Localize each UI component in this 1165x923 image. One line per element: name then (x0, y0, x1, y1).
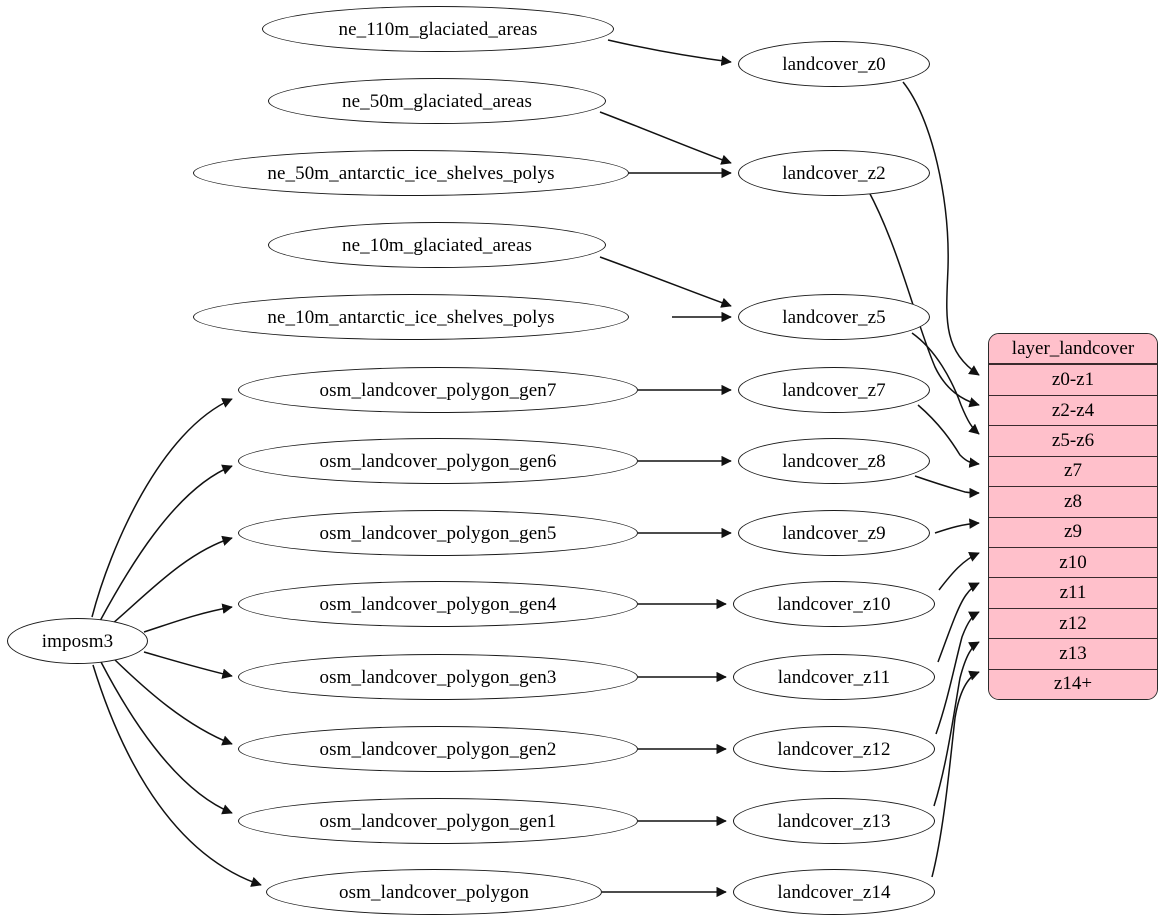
node-osm-landcover-polygon-gen1[interactable]: osm_landcover_polygon_gen1 (238, 798, 638, 844)
node-label: osm_landcover_polygon_gen6 (319, 450, 557, 472)
node-landcover-z10[interactable]: landcover_z10 (733, 581, 935, 627)
node-ne-50m-glaciated-areas[interactable]: ne_50m_glaciated_areas (268, 78, 606, 124)
edge-imposm-gen3 (143, 651, 233, 679)
node-osm-landcover-polygon-gen5[interactable]: osm_landcover_polygon_gen5 (238, 510, 638, 556)
node-label: landcover_z12 (777, 738, 891, 760)
node-label: osm_landcover_polygon_gen3 (319, 666, 557, 688)
node-osm-landcover-polygon-gen2[interactable]: osm_landcover_polygon_gen2 (238, 726, 638, 772)
layer-landcover-table[interactable]: layer_landcover z0-z1 z2-z4 z5-z6 z7 z8 … (988, 333, 1158, 700)
node-label: imposm3 (41, 630, 114, 652)
edge-imposm-gen7 (91, 398, 233, 618)
layer-landcover-header-label: layer_landcover (1011, 337, 1135, 359)
node-osm-landcover-polygon-gen4[interactable]: osm_landcover_polygon_gen4 (238, 581, 638, 627)
edge-z13-row-z13 (933, 641, 980, 807)
edge-z8-row-z8 (914, 475, 980, 499)
layer-landcover-header: layer_landcover (989, 334, 1157, 365)
node-osm-landcover-polygon-gen3[interactable]: osm_landcover_polygon_gen3 (238, 654, 638, 700)
node-label: landcover_z2 (782, 162, 886, 184)
edge-z14-row-z14plus (931, 670, 980, 878)
node-label: ne_10m_glaciated_areas (341, 234, 532, 256)
edge-z11-row-z11 (937, 582, 980, 663)
layer-landcover-row-z8[interactable]: z8 (989, 486, 1157, 517)
node-landcover-z5[interactable]: landcover_z5 (738, 294, 930, 340)
row-label: z7 (1064, 460, 1082, 482)
layer-landcover-row-z2-z4[interactable]: z2-z4 (989, 394, 1157, 426)
node-label: osm_landcover_polygon_gen2 (319, 738, 557, 760)
node-ne-50m-antarctic-ice-shelves-polys[interactable]: ne_50m_antarctic_ice_shelves_polys (193, 150, 629, 196)
node-landcover-z8[interactable]: landcover_z8 (738, 438, 930, 484)
edge-z12-row-z12 (935, 611, 980, 735)
node-landcover-z2[interactable]: landcover_z2 (738, 150, 930, 196)
node-label: landcover_z11 (777, 666, 891, 688)
row-label: z5-z6 (1051, 429, 1095, 451)
row-label: z8 (1064, 490, 1082, 512)
row-label: z11 (1059, 582, 1087, 604)
node-label: osm_landcover_polygon_gen5 (319, 522, 557, 544)
node-label: landcover_z8 (782, 450, 886, 472)
node-label: ne_50m_glaciated_areas (341, 90, 532, 112)
node-label: ne_110m_glaciated_areas (338, 18, 538, 40)
node-landcover-z14[interactable]: landcover_z14 (733, 869, 935, 915)
edge-z9-row-z9 (934, 518, 980, 534)
node-ne-110m-glaciated-areas[interactable]: ne_110m_glaciated_areas (262, 6, 614, 52)
node-label: landcover_z5 (782, 306, 886, 328)
layer-landcover-row-z9[interactable]: z9 (989, 516, 1157, 547)
node-label: landcover_z14 (777, 881, 891, 903)
node-label: landcover_z7 (782, 379, 886, 401)
layer-landcover-row-z10[interactable]: z10 (989, 546, 1157, 578)
layer-landcover-row-z11[interactable]: z11 (989, 577, 1157, 608)
node-osm-landcover-polygon-gen6[interactable]: osm_landcover_polygon_gen6 (238, 438, 638, 484)
row-label: z10 (1059, 551, 1087, 573)
node-imposm3[interactable]: imposm3 (7, 618, 148, 664)
node-landcover-z11[interactable]: landcover_z11 (733, 654, 935, 700)
edge-imposm-poly (92, 664, 262, 887)
node-ne-10m-antarctic-ice-shelves-polys[interactable]: ne_10m_antarctic_ice_shelves_polys (193, 294, 629, 340)
row-label: z2-z4 (1051, 399, 1095, 421)
layer-landcover-row-z7[interactable]: z7 (989, 455, 1157, 487)
row-label: z9 (1064, 521, 1082, 543)
layer-landcover-row-z0-z1[interactable]: z0-z1 (989, 364, 1157, 395)
node-landcover-z13[interactable]: landcover_z13 (733, 798, 935, 844)
node-label: osm_landcover_polygon_gen7 (319, 379, 557, 401)
layer-landcover-row-z5-z6[interactable]: z5-z6 (989, 425, 1157, 456)
node-osm-landcover-polygon-gen7[interactable]: osm_landcover_polygon_gen7 (238, 367, 638, 413)
node-label: ne_10m_antarctic_ice_shelves_polys (267, 306, 555, 328)
node-label: landcover_z9 (782, 522, 886, 544)
edge-ne50glac-z2 (599, 111, 732, 165)
row-label: z0-z1 (1051, 369, 1095, 391)
node-landcover-z7[interactable]: landcover_z7 (738, 367, 930, 413)
node-label: osm_landcover_polygon_gen4 (319, 593, 557, 615)
layer-landcover-row-z12[interactable]: z12 (989, 607, 1157, 639)
node-ne-10m-glaciated-areas[interactable]: ne_10m_glaciated_areas (268, 222, 606, 268)
node-landcover-z12[interactable]: landcover_z12 (733, 726, 935, 772)
node-label: landcover_z13 (777, 810, 891, 832)
node-label: ne_50m_antarctic_ice_shelves_polys (267, 162, 555, 184)
node-label: osm_landcover_polygon_gen1 (319, 810, 557, 832)
node-landcover-z9[interactable]: landcover_z9 (738, 510, 930, 556)
node-landcover-z0[interactable]: landcover_z0 (738, 41, 930, 87)
edge-ne110-z0 (607, 39, 732, 66)
row-label: z14+ (1053, 673, 1093, 695)
edge-z0-row-z0z1 (902, 81, 980, 376)
row-label: z13 (1059, 642, 1087, 664)
layer-landcover-row-z13[interactable]: z13 (989, 638, 1157, 669)
layer-landcover-row-z14-plus[interactable]: z14+ (989, 668, 1157, 699)
node-label: osm_landcover_polygon (339, 881, 529, 903)
node-osm-landcover-polygon[interactable]: osm_landcover_polygon (266, 869, 602, 915)
edge-imposm-gen1 (100, 661, 233, 815)
node-label: landcover_z10 (777, 593, 891, 615)
row-label: z12 (1059, 612, 1087, 634)
edge-ne10glac-z5 (599, 256, 732, 308)
node-label: landcover_z0 (782, 53, 886, 75)
edge-imposm-gen2 (113, 658, 233, 746)
edge-z10-row-z10 (938, 552, 980, 591)
edge-imposm-gen5 (111, 535, 233, 625)
edge-imposm-gen6 (99, 464, 233, 622)
edge-imposm-gen4 (143, 603, 233, 633)
